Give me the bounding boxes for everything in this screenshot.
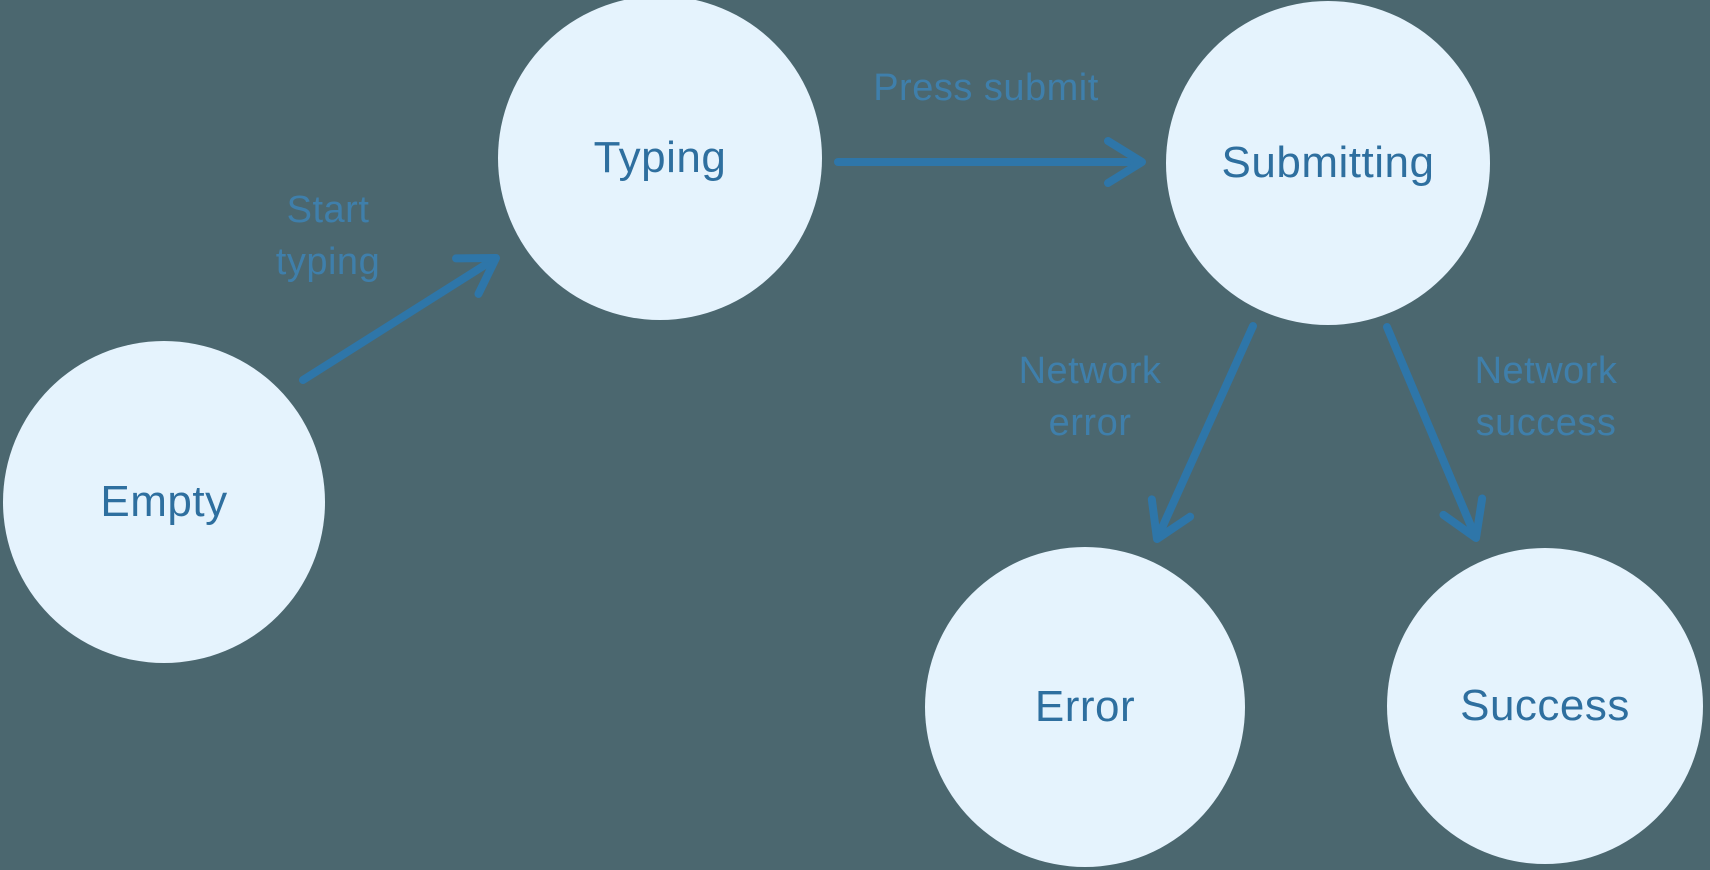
state-node-success: Success — [1387, 548, 1703, 864]
arrowhead-icon — [1104, 137, 1146, 187]
arrowhead-icon — [1147, 495, 1195, 543]
transition-arrow-network-success — [1383, 323, 1487, 542]
arrow-shaft — [1157, 322, 1257, 534]
state-node-typing: Typing — [498, 0, 822, 320]
state-label-success: Success — [1460, 681, 1630, 730]
state-node-submitting: Submitting — [1166, 1, 1490, 325]
state-label-empty: Empty — [100, 477, 228, 526]
transition-arrow-network-error — [1147, 322, 1257, 543]
transition-label-start-typing: Start typing — [275, 189, 381, 283]
transition-label-network-error: Network error — [1018, 350, 1162, 444]
state-label-error: Error — [1034, 682, 1136, 731]
transition-arrow-start-typing — [299, 254, 500, 384]
state-node-error: Error — [925, 547, 1245, 867]
transition-label-press-submit: Press submit — [873, 67, 1099, 109]
transition-arrow-press-submit — [834, 137, 1146, 187]
arrow-shaft — [1383, 323, 1477, 533]
arrow-shaft — [299, 259, 492, 384]
state-node-empty: Empty — [3, 341, 325, 663]
state-label-submitting: Submitting — [1221, 138, 1435, 187]
transition-label-network-success: Network success — [1474, 350, 1618, 444]
state-label-typing: Typing — [593, 133, 727, 182]
arrowhead-icon — [1439, 494, 1487, 542]
arrowhead-icon — [452, 254, 500, 298]
